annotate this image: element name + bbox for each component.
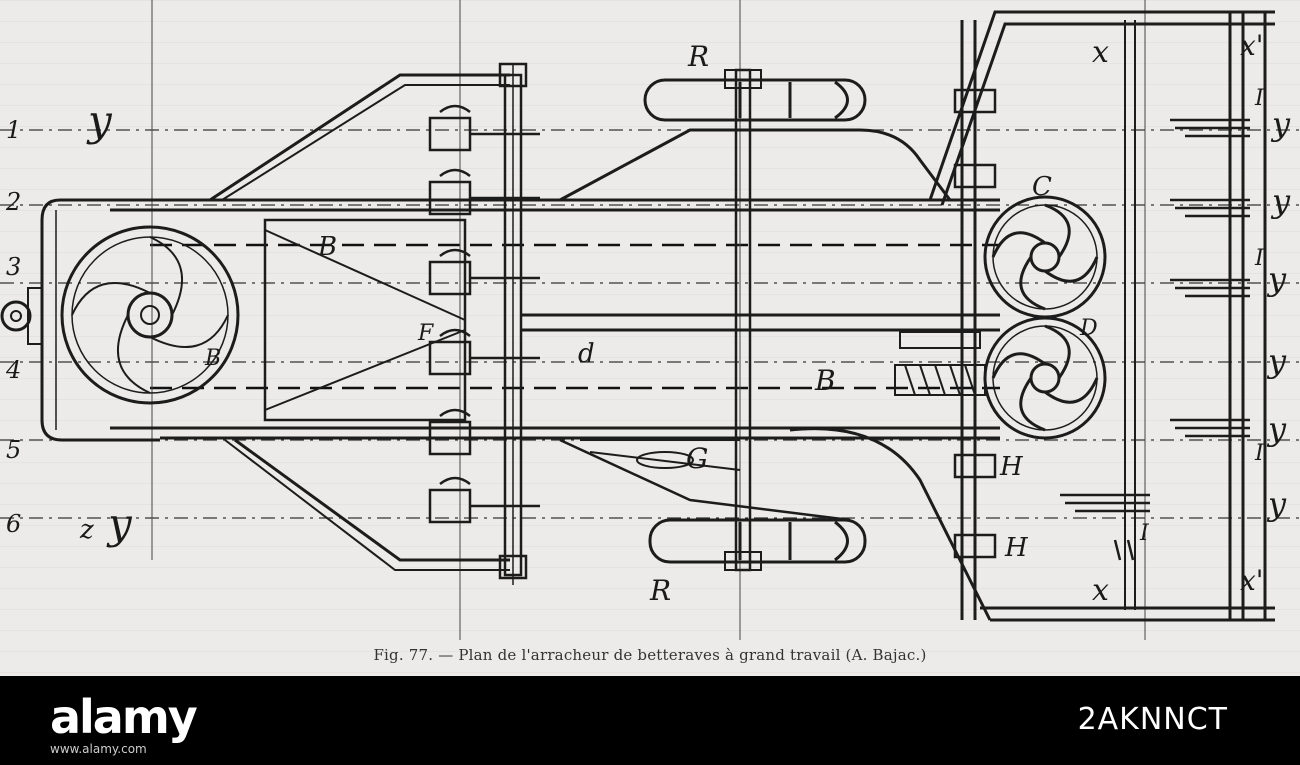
- label-y-right-3: y: [1266, 260, 1287, 298]
- figure-caption: Fig. 77. — Plan de l'arracheur de better…: [373, 646, 927, 664]
- row-number-5: 5: [6, 436, 21, 464]
- label-x-prime-top: x': [1240, 29, 1264, 62]
- label-y-left-2: y: [106, 499, 133, 548]
- label-D: D: [1079, 316, 1098, 341]
- stock-url: www.alamy.com: [50, 742, 147, 756]
- lower-arm: [789, 427, 992, 621]
- inner-frame: [263, 218, 467, 422]
- row-number-3: 3: [6, 253, 21, 281]
- row-number-4: 4: [5, 356, 21, 384]
- wheel-R-bottom: [648, 518, 867, 564]
- lifter-tines: [1060, 20, 1250, 610]
- label-y-right-1: y: [1270, 105, 1291, 143]
- label-F: F: [417, 321, 434, 346]
- row-number-1: 1: [6, 116, 21, 144]
- label-x-top: x: [1092, 35, 1109, 70]
- row-number-6: 6: [6, 510, 21, 538]
- bearing-forks: [428, 104, 540, 524]
- stock-image-id: 2AKNNCT: [1077, 702, 1228, 737]
- label-y-right-5: y: [1266, 410, 1287, 448]
- bearing-H: [953, 88, 997, 559]
- hitch-ring: [0, 300, 32, 332]
- label-I-1: I: [1254, 86, 1265, 111]
- label-B-wheel: B: [204, 346, 221, 371]
- sprocket-G: [580, 439, 741, 471]
- rear-axle: [724, 68, 762, 572]
- label-B-left: B: [317, 232, 337, 262]
- upper-arm: [559, 128, 952, 202]
- label-z: z: [79, 515, 94, 545]
- machine-plan-drawing: 1 2 3 4 5 6 y z y B B F d B R R G C D H …: [0, 0, 1300, 640]
- label-I-3: I: [1254, 441, 1265, 466]
- drive-shaft: [520, 313, 1000, 332]
- label-R-top: R: [687, 40, 709, 73]
- front-wheel: [60, 225, 240, 405]
- wheel-R-top: [643, 78, 867, 122]
- label-R-bottom: R: [649, 574, 671, 607]
- rear-frame: [928, 10, 1275, 622]
- gear-C: [983, 195, 1107, 319]
- lower-brace: [234, 438, 510, 562]
- label-B-mid: B: [814, 364, 836, 397]
- label-I-2: I: [1254, 246, 1265, 271]
- label-y-right-4: y: [1266, 342, 1287, 380]
- label-d: d: [578, 339, 595, 369]
- diagram-figure: 1 2 3 4 5 6 y z y B B F d B R R G C D H …: [0, 0, 1300, 676]
- label-y-left-1: y: [86, 96, 113, 145]
- row-number-2: 2: [5, 188, 21, 216]
- label-H-2: H: [1004, 533, 1029, 563]
- worm-screw: [894, 331, 986, 396]
- label-x-bottom: x: [1092, 573, 1109, 608]
- label-y-right-6: y: [1266, 485, 1287, 523]
- axis-lines: [150, 243, 1000, 390]
- label-I-4: I: [1139, 521, 1150, 546]
- label-C: C: [1032, 172, 1052, 202]
- main-frame-rails: [110, 198, 1000, 440]
- row-number-labels: 1 2 3 4 5 6: [5, 116, 21, 538]
- label-G: G: [686, 442, 708, 475]
- stock-watermark-bar: alamy 2AKNNCT www.alamy.com: [0, 676, 1300, 765]
- part-labels: y z y B B F d B R R G C D H H x x x' x' …: [79, 29, 1291, 608]
- label-y-right-2: y: [1270, 182, 1291, 220]
- label-x-prime-bottom: x': [1240, 564, 1264, 597]
- stock-logo: alamy: [50, 690, 198, 744]
- row-guide-lines: [0, 129, 1300, 519]
- upper-brace: [209, 73, 510, 202]
- label-H-1: H: [999, 452, 1024, 482]
- front-cross-axle: [498, 62, 528, 585]
